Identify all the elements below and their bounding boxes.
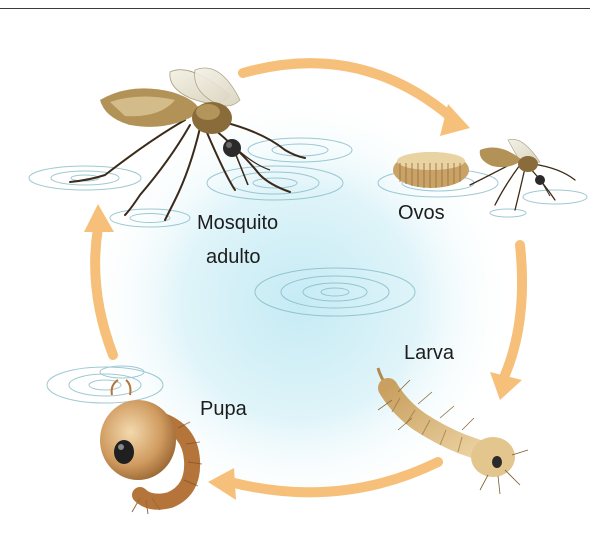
egg-raft-icon — [393, 152, 469, 188]
stage-label-pupa: Pupa — [200, 396, 247, 422]
stage-label-larva: Larva — [404, 340, 454, 366]
stage-label-eggs: Ovos — [398, 200, 445, 226]
stage-label-adult: Mosquito adulto — [197, 210, 278, 270]
stage-label-adult-line1: Mosquito — [197, 210, 278, 236]
stage-label-adult-line2: adulto — [206, 244, 278, 270]
